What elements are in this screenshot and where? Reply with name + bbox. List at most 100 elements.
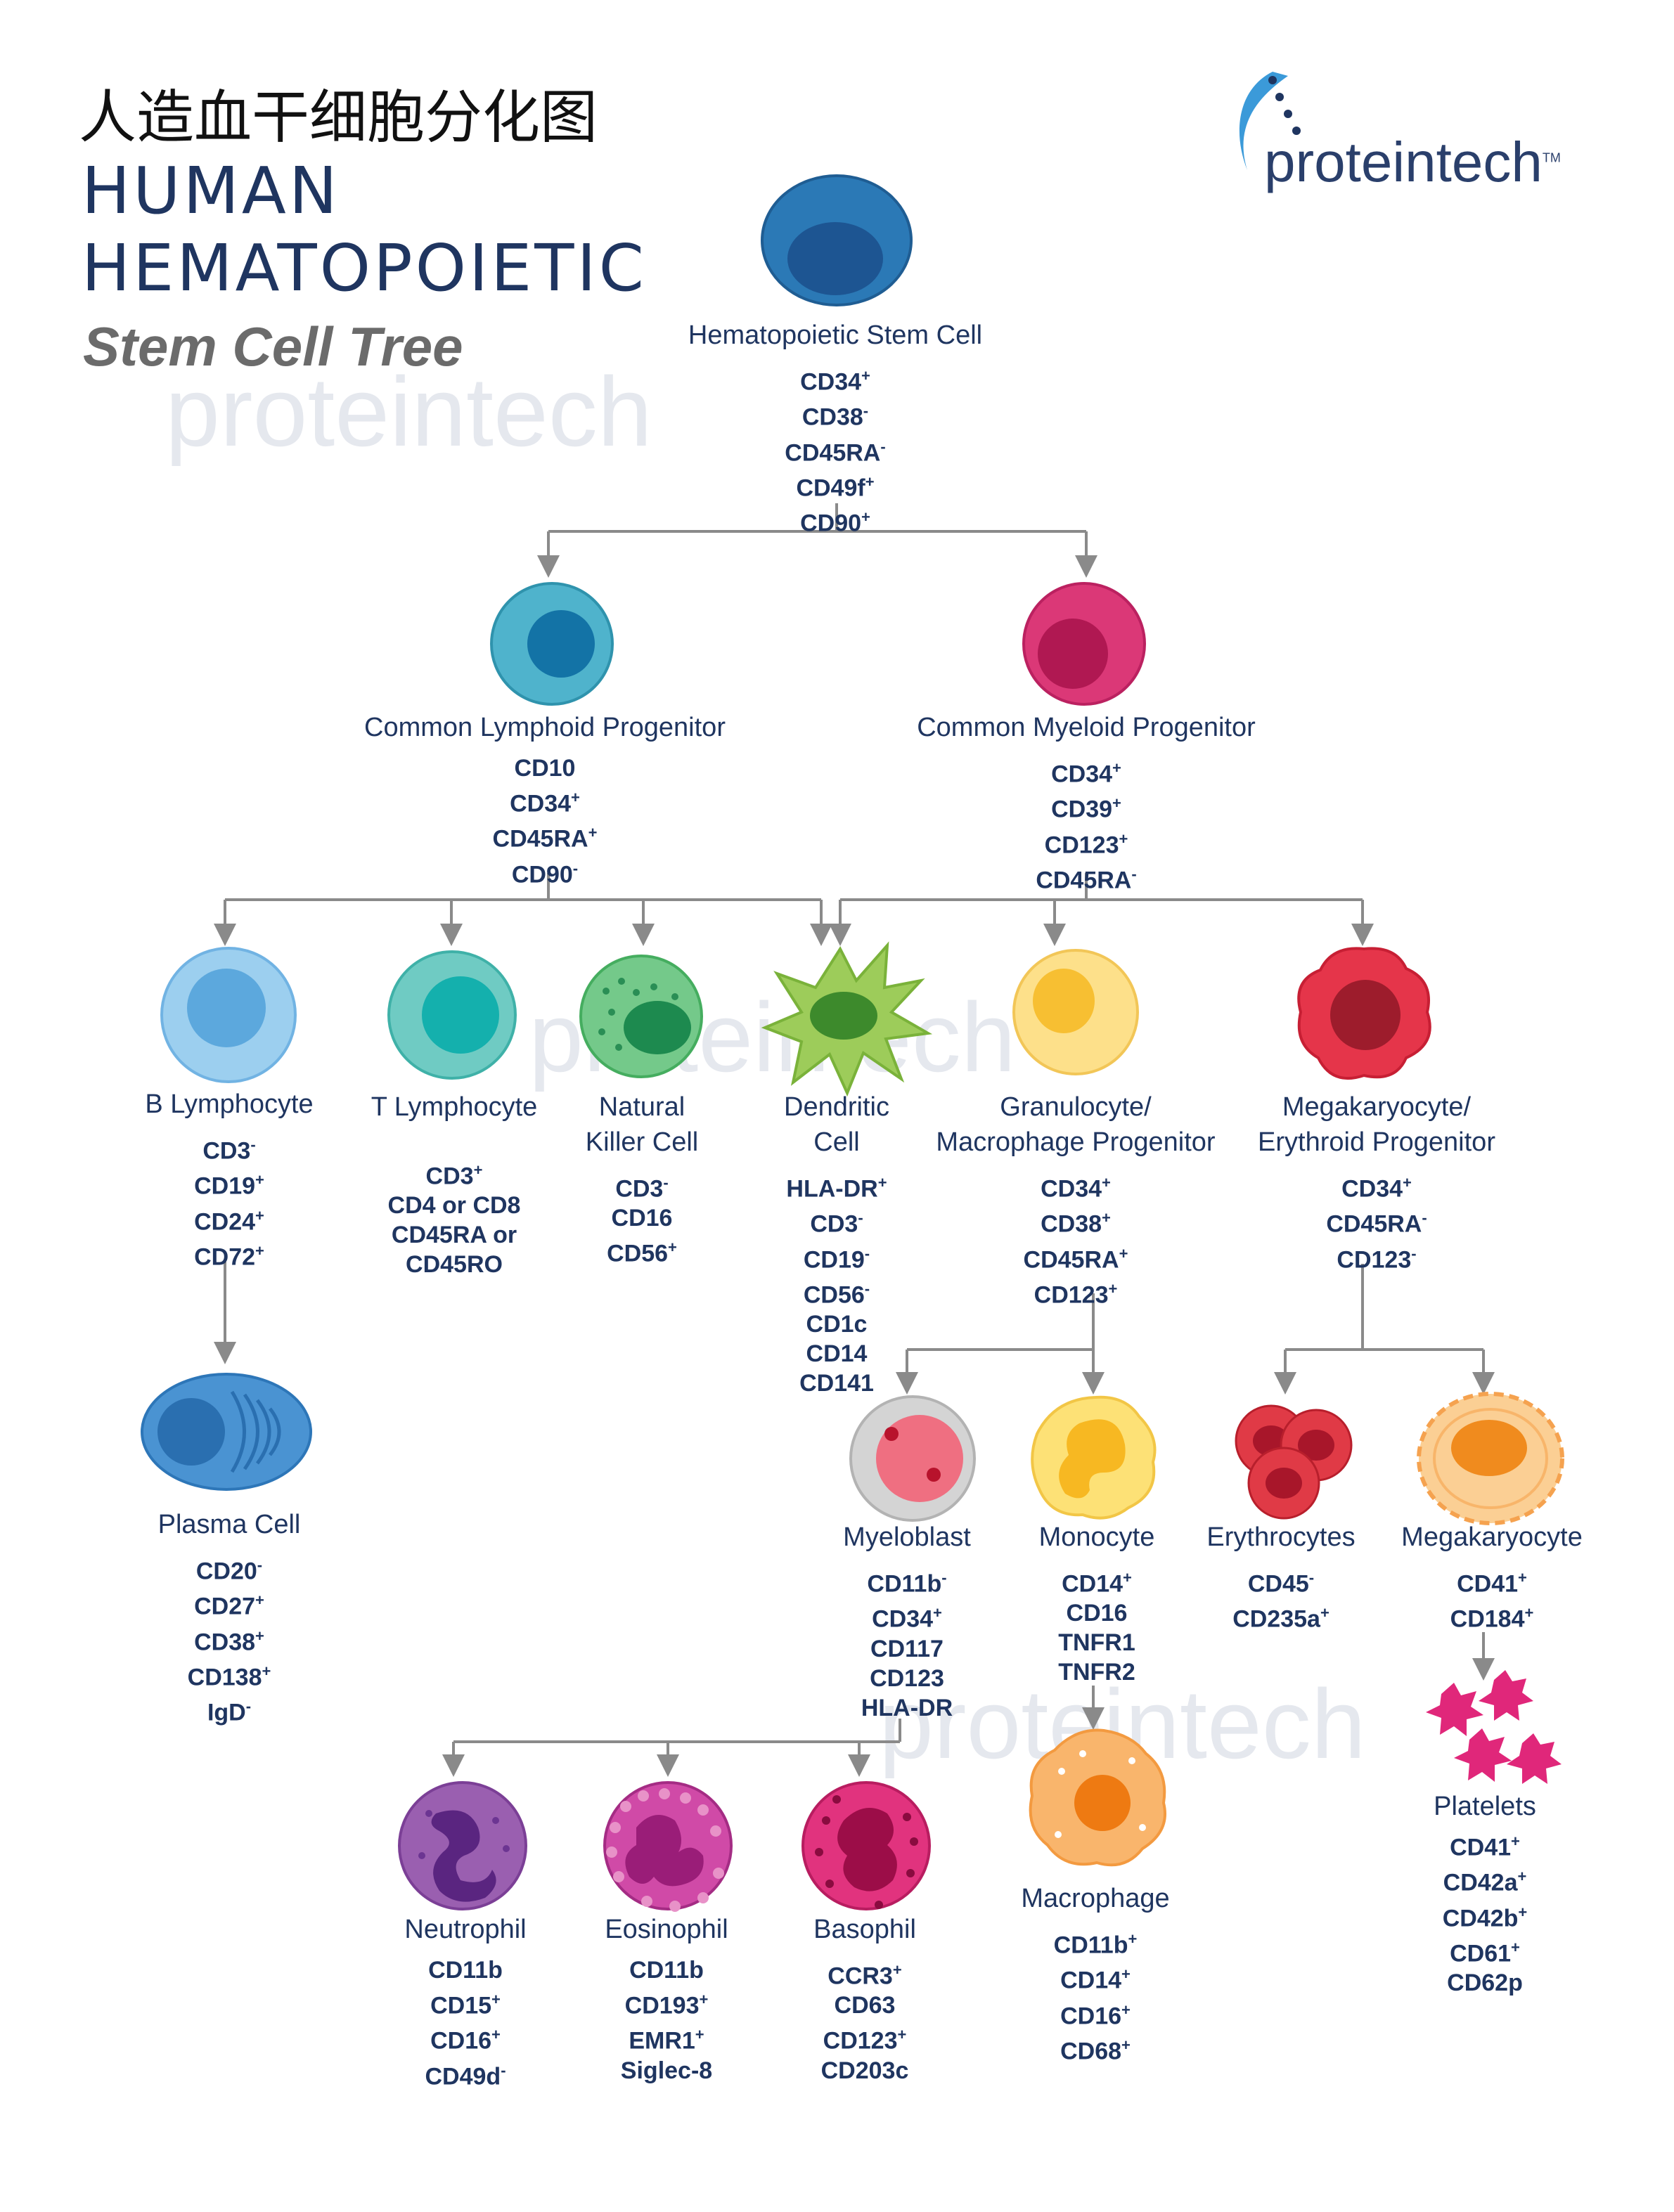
marker: CD19+ — [194, 1171, 264, 1200]
marker: CD123+ — [1044, 829, 1128, 858]
gmp-name-line2: Macrophage Progenitor — [936, 1127, 1216, 1157]
monocyte-icon — [1031, 1395, 1157, 1520]
marker: TNFR2 — [1058, 1659, 1135, 1686]
marker: CD3- — [810, 1209, 863, 1238]
marker: CD56+ — [607, 1238, 677, 1267]
nk-name-line1: Natural — [598, 1092, 685, 1122]
dendritic-node: Dendritic Cell HLA-DR+CD3-CD19-CD56-CD1c… — [784, 1089, 889, 1398]
marker: CD138+ — [187, 1662, 271, 1691]
watermark: proteintech — [165, 356, 652, 467]
eosinophil-name: Eosinophil — [605, 1915, 728, 1944]
gmp-cell-icon — [1012, 949, 1139, 1075]
gmp-node: Granulocyte/ Macrophage Progenitor CD34+… — [936, 1089, 1215, 1309]
myeloblast-name: Myeloblast — [843, 1522, 971, 1552]
marker: CD19- — [803, 1244, 870, 1273]
clp-name: Common Lymphoid Progenitor — [364, 713, 726, 742]
marker: CD14 — [806, 1340, 868, 1368]
erythrocytes-node: Erythrocytes CD45-CD235a+ — [1206, 1520, 1355, 1634]
marker: CD11b+ — [1053, 1930, 1138, 1959]
monocyte-name: Monocyte — [1038, 1522, 1155, 1552]
clp-cell-icon — [490, 582, 614, 706]
macrophage-node: Macrophage CD11b+ CD14+ CD16+ CD68+ — [1021, 1881, 1169, 2066]
marker: CD27+ — [194, 1591, 264, 1620]
marker: CD117 — [870, 1635, 944, 1662]
marker: CD45RA or — [391, 1222, 517, 1249]
marker: CD11b — [428, 1957, 503, 1984]
proteintech-logo-icon — [1239, 72, 1301, 170]
marker: CD16+ — [1060, 2000, 1131, 2029]
marker: CD34+ — [872, 1604, 942, 1633]
marker: CD15+ — [430, 1991, 501, 2019]
gmp-markers: CD34+ CD38+ CD45RA+ CD123+ — [936, 1168, 1215, 1309]
mep-cell-icon — [1297, 947, 1431, 1080]
brand-wordmark: proteintechTM — [1264, 131, 1561, 193]
marker: CD141 — [799, 1370, 874, 1397]
neutrophil-icon — [398, 1781, 527, 1910]
marker: CD14+ — [1060, 1965, 1131, 1994]
marker: CD34+ — [510, 789, 580, 817]
b-lymphocyte-markers: CD3-CD19+CD24+CD72+ — [145, 1130, 313, 1272]
b-lymphocyte-name: B Lymphocyte — [145, 1089, 314, 1119]
marker: CD68+ — [1060, 2036, 1131, 2065]
marker: Siglec-8 — [620, 2057, 713, 2084]
megakaryocyte-icon — [1417, 1392, 1564, 1525]
platelets-markers: CD41+CD42a+CD42b+CD61+CD62p — [1434, 1827, 1536, 1998]
marker: CD61+ — [1450, 1938, 1520, 1967]
platelets-node: Platelets CD41+CD42a+CD42b+CD61+CD62p — [1434, 1789, 1536, 1998]
marker: CD123+ — [823, 2026, 907, 2055]
marker: CD24+ — [194, 1206, 264, 1235]
mep-markers: CD34+CD45RA-CD123- — [1258, 1168, 1495, 1274]
hsc-node: Hematopoietic Stem Cell CD34+CD38-CD45RA… — [688, 318, 982, 538]
marker: CD123+ — [1034, 1279, 1118, 1309]
marker: CD16+ — [430, 2026, 501, 2055]
title-line-2: HEMATOPOIETIC — [82, 231, 647, 306]
mep-node: Megakaryocyte/ Erythroid Progenitor CD34… — [1258, 1089, 1495, 1274]
nk-name-line2: Killer Cell — [585, 1127, 699, 1157]
myeloblast-icon — [849, 1395, 976, 1522]
marker: CD72+ — [194, 1241, 264, 1271]
macrophage-name: Macrophage — [1021, 1884, 1170, 1913]
platelets-icon — [1426, 1670, 1562, 1784]
marker: CD11b — [629, 1957, 704, 1984]
marker: CD42a+ — [1443, 1868, 1527, 1896]
megakaryocyte-node: Megakaryocyte CD41+CD184+ — [1401, 1520, 1583, 1634]
erythrocytes-icon — [1235, 1404, 1353, 1520]
marker: CD38+ — [194, 1626, 264, 1655]
marker: CD16 — [1066, 1600, 1128, 1627]
marker: CD34+ — [1041, 1174, 1111, 1203]
marker: CD45RO — [406, 1251, 503, 1279]
marker: CD38+ — [1041, 1209, 1111, 1238]
marker: EMR1+ — [629, 2026, 704, 2055]
connector-clp — [225, 873, 821, 901]
marker: CD34+ — [1051, 759, 1121, 788]
gmp-name-line1: Granulocyte/ — [1000, 1092, 1152, 1122]
b-lymphocyte-icon — [160, 947, 297, 1083]
marker: CD90- — [511, 859, 579, 888]
connector-myeloblast — [453, 1719, 901, 1743]
marker: CD20- — [195, 1556, 263, 1585]
marker: CD45RA+ — [1023, 1244, 1128, 1273]
plasma-markers: CD20-CD27+CD38+CD138+IgD- — [158, 1551, 301, 1728]
hsc-markers: CD34+CD38-CD45RA-CD49f+CD90+ — [688, 361, 982, 538]
marker: CD203c — [820, 2057, 909, 2084]
marker: CD123- — [1337, 1244, 1417, 1273]
eosinophil-icon — [603, 1781, 733, 1912]
marker: CD56- — [803, 1279, 870, 1309]
marker: CD45RA+ — [492, 824, 598, 853]
basophil-icon — [801, 1781, 931, 1910]
